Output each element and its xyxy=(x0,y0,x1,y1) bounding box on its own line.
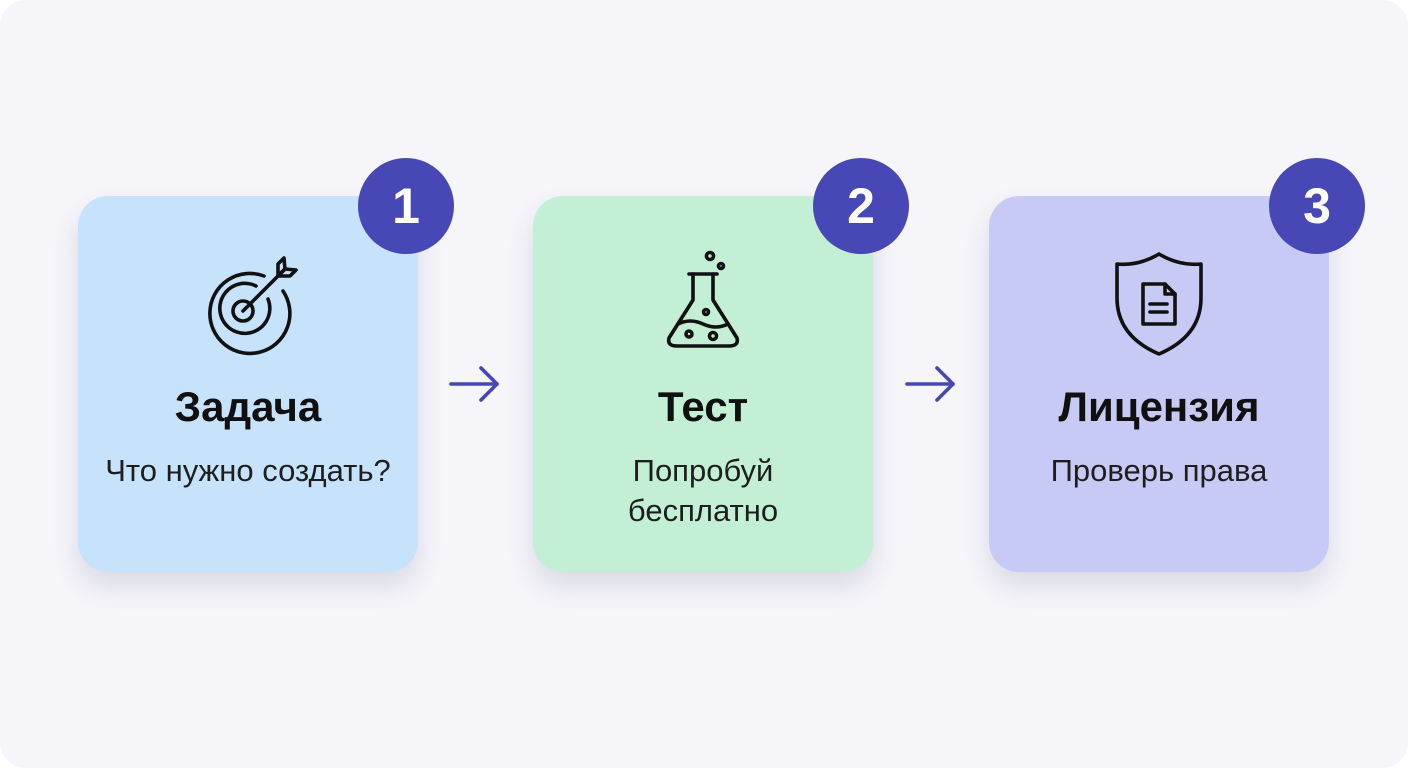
target-icon xyxy=(198,246,298,356)
step-title: Тест xyxy=(657,383,749,430)
arrow-right-icon xyxy=(903,362,959,406)
step-number-badge: 1 xyxy=(358,158,454,254)
step-card-test: 2 Тест Попробуй бесплатно xyxy=(533,158,909,572)
step-card-task: 1 Задача Что нужно создать? xyxy=(78,158,454,572)
step-number-badge: 2 xyxy=(813,158,909,254)
step-description: Попробуй бесплатно xyxy=(627,453,779,528)
flask-icon xyxy=(653,246,753,356)
step-title: Задача xyxy=(174,383,322,430)
step-card-license: 3 Лицензия Проверь права xyxy=(989,158,1365,572)
arrow-right-icon xyxy=(447,362,503,406)
step-number-badge: 3 xyxy=(1269,158,1365,254)
step-title: Лицензия xyxy=(1058,383,1260,430)
step-description: Проверь права xyxy=(1050,453,1268,488)
step-description: Что нужно создать? xyxy=(105,453,391,488)
shield-document-icon xyxy=(1109,246,1209,356)
